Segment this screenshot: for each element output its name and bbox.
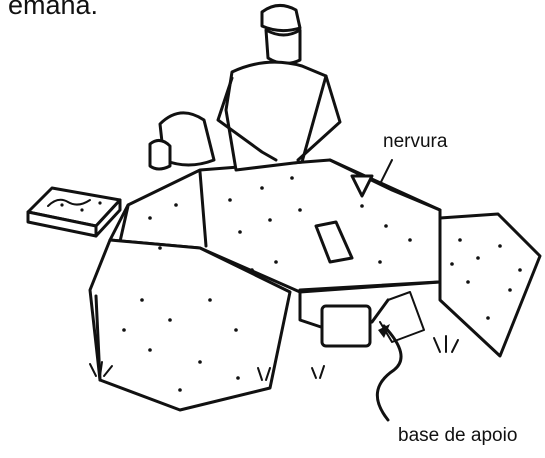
dome-panel-right	[440, 214, 540, 356]
mortar-tray-illustration	[28, 188, 120, 236]
support-base-illustration	[300, 292, 424, 346]
support-base-label: base de apoio	[398, 425, 517, 447]
page-caption-text: emana.	[8, 0, 98, 21]
rib-label: nervura	[383, 131, 447, 153]
rib-pointer-line	[380, 160, 392, 184]
